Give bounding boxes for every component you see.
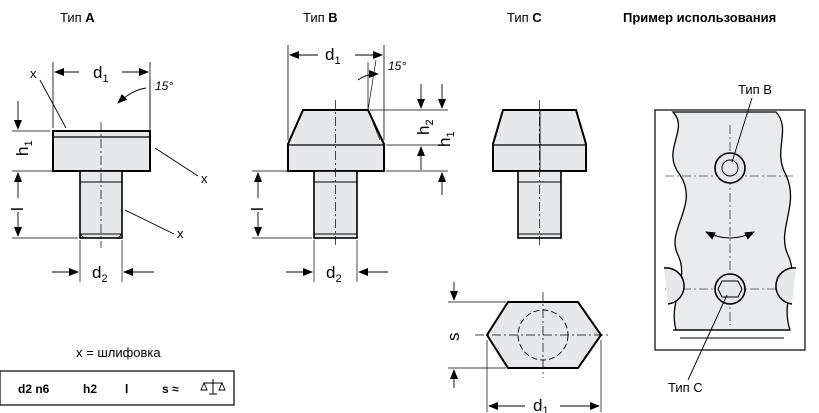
- usage-pin-type-b: [714, 152, 746, 184]
- type-a-head: [52, 130, 151, 172]
- type-b-angle-label: 15°: [388, 59, 406, 73]
- type-a-d1-label: d1: [93, 63, 109, 85]
- type-b-drawing: d1 15° h2 h1 l d2: [248, 45, 457, 285]
- table-header-d2-n6: d2 n6: [18, 382, 50, 396]
- type-b-d2-label: d2: [326, 263, 342, 285]
- type-b-h1-label: h1: [435, 131, 457, 147]
- legend-x-meaning: x = шлифовка: [76, 345, 161, 360]
- usage-example-drawing: Тип B Тип C: [654, 82, 806, 395]
- table-header-s: s ≈: [162, 382, 179, 396]
- type-a-d2-label: d2: [92, 263, 108, 285]
- scale-icon: [200, 379, 226, 395]
- header-usage-example: Пример использования: [623, 10, 776, 25]
- type-b-head: [287, 109, 385, 172]
- usage-label-type-c: Тип C: [668, 380, 703, 395]
- type-c-drawing: s d1: [444, 100, 610, 413]
- table-header: d2 n6 h2 l s ≈: [0, 370, 235, 406]
- type-a-x-label-head: x: [201, 171, 208, 186]
- type-c-d1-label: d1: [533, 396, 549, 413]
- type-a-drawing: d1 15° x x x h1 l d2: [8, 62, 208, 285]
- type-a-x-label-top: x: [30, 66, 37, 81]
- usage-label-type-b: Тип B: [738, 82, 772, 97]
- type-c-s-label: s: [444, 333, 463, 342]
- type-a-angle-label: 15°: [155, 79, 173, 93]
- header-type-a: Тип A: [60, 10, 95, 25]
- type-a-l-label: l: [8, 207, 27, 211]
- table-header-h2: h2: [83, 382, 97, 396]
- usage-pin-type-c: [714, 273, 746, 305]
- type-a-h1-label: h1: [13, 140, 35, 156]
- header-type-b: Тип B: [303, 10, 338, 25]
- type-b-h2-label: h2: [414, 119, 436, 135]
- type-b-l-label: l: [248, 207, 267, 211]
- header-type-c: Тип C: [507, 10, 542, 25]
- table-header-l: l: [125, 382, 128, 396]
- type-a-x-label-shank: x: [177, 226, 184, 241]
- type-b-d1-label: d1: [325, 45, 341, 67]
